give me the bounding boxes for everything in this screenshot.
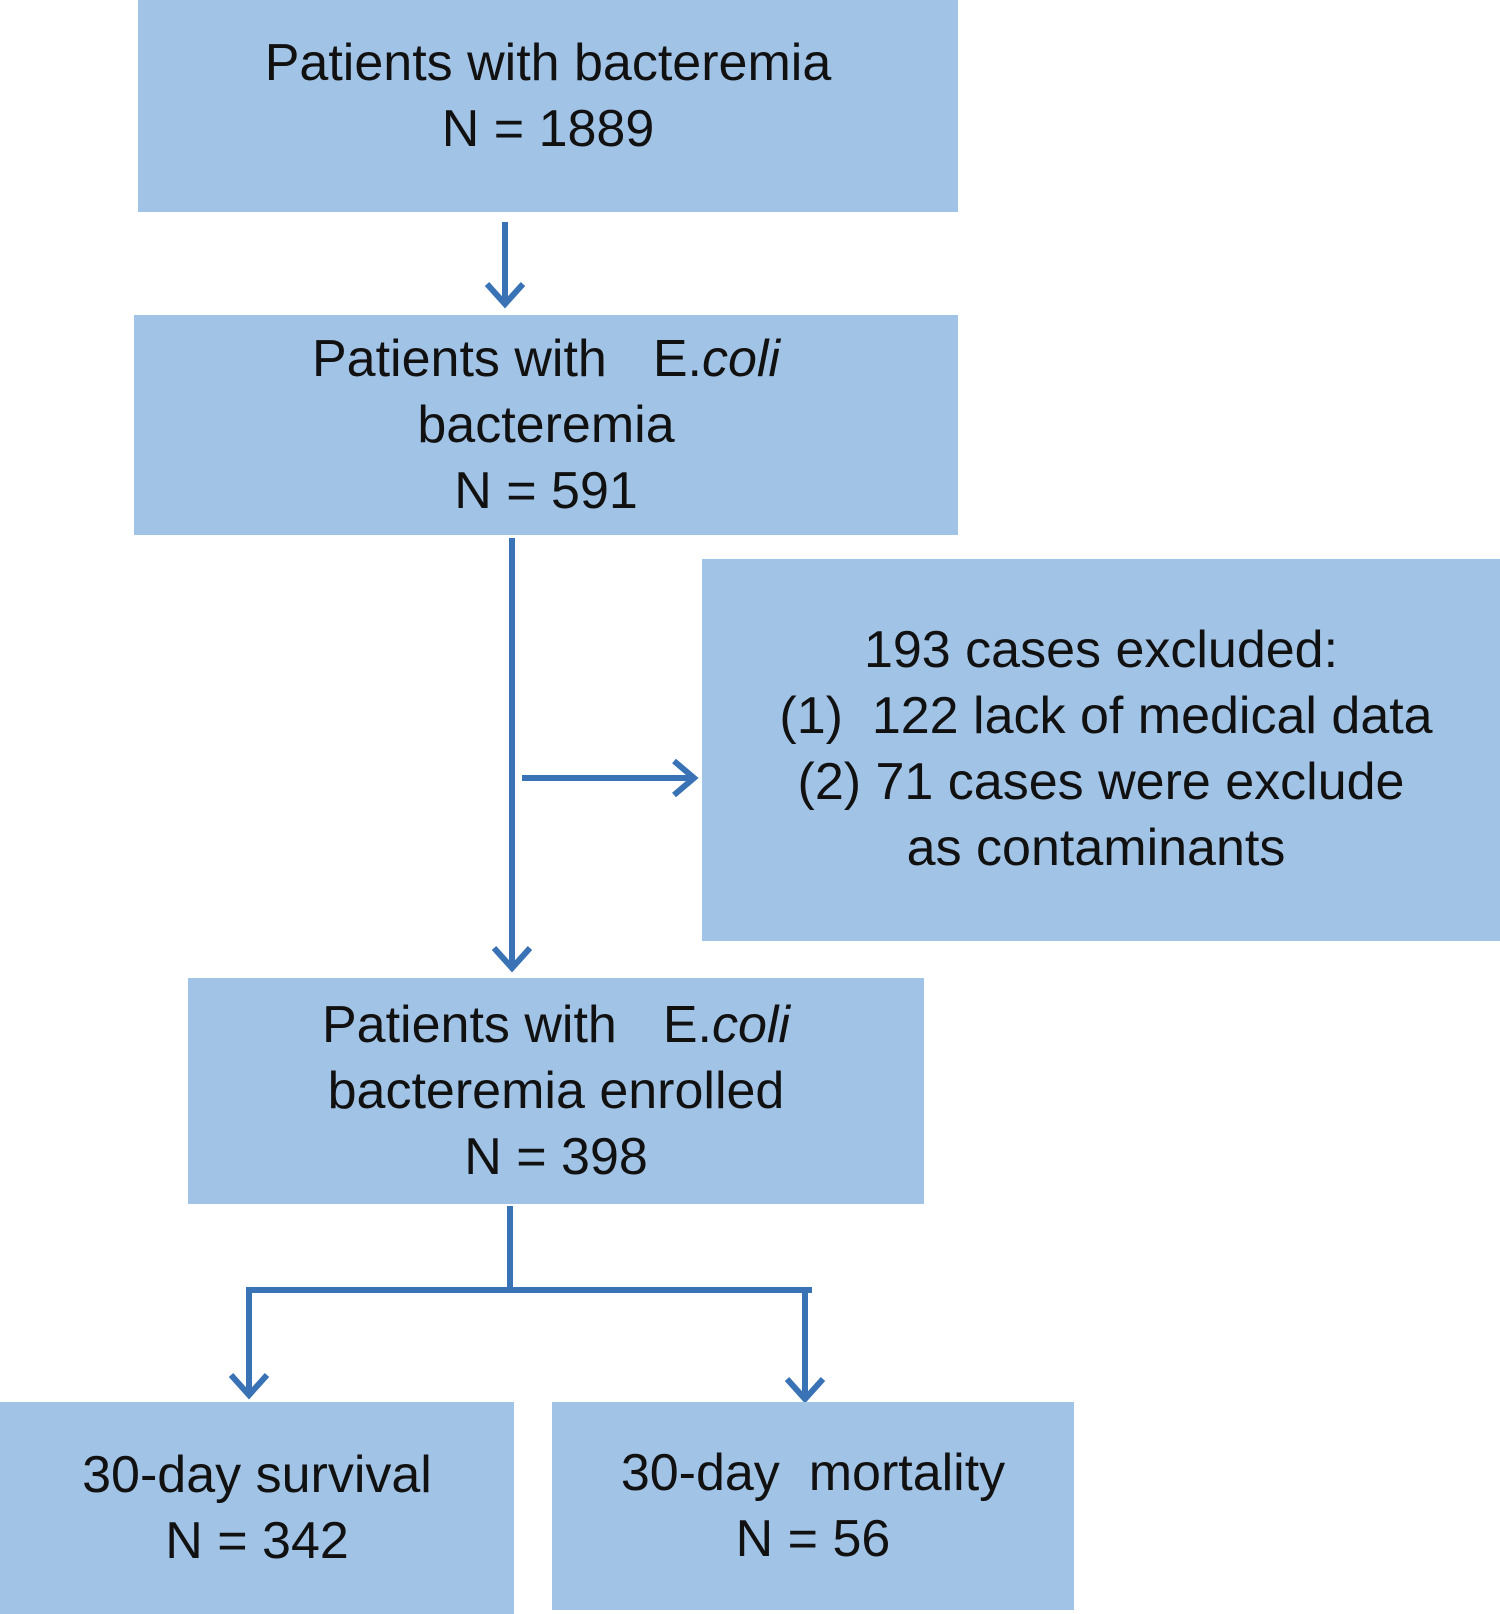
- box-bacteremia-title: Patients with bacteremia: [264, 34, 832, 92]
- box-enrolled-species: coli: [711, 996, 790, 1054]
- box-patients-bacteremia: Patients with bacteremia N = 1889: [138, 0, 958, 212]
- arrow-to-excluded-head: [672, 758, 699, 798]
- box-survival-count: N = 342: [165, 1512, 349, 1570]
- arrow-to-survival-head: [228, 1372, 270, 1400]
- box-survival-title: 30-day survival: [82, 1446, 432, 1504]
- box-ecoli-subtitle: bacteremia: [417, 396, 675, 454]
- box-bacteremia-count: N = 1889: [441, 100, 655, 158]
- arrow-ecoli-to-enrolled-head: [491, 945, 533, 973]
- box-ecoli-species: coli: [701, 330, 780, 388]
- box-enrolled-count: N = 398: [464, 1128, 648, 1186]
- box-enrolled-prefix: Patients with: [322, 996, 617, 1054]
- box-patients-ecoli: Patients with E.coli bacteremia N = 591: [134, 315, 958, 535]
- box-survival: 30-day survival N = 342: [0, 1402, 514, 1614]
- box-mortality-count: N = 56: [735, 1510, 891, 1568]
- box-excluded-title: 193 cases excluded:: [863, 621, 1339, 679]
- box-enrolled-title: Patients with E.coli: [322, 992, 790, 1058]
- box-ecoli-genus: E.: [652, 330, 702, 388]
- box-ecoli-prefix: Patients with: [312, 330, 607, 388]
- box-mortality: 30-day mortality N = 56: [552, 1402, 1074, 1610]
- box-enrolled-genus: E.: [662, 996, 712, 1054]
- box-enrolled-subtitle: bacteremia enrolled: [327, 1062, 785, 1120]
- box-excluded-reason-2-cont: as contaminants: [906, 819, 1286, 877]
- arrow-bacteremia-to-ecoli-head: [484, 281, 526, 309]
- box-excluded-reason-1: (1) 122 lack of medical data: [779, 687, 1433, 745]
- box-ecoli-count: N = 591: [454, 462, 638, 520]
- arrow-to-mortality-head: [784, 1376, 826, 1404]
- box-excluded: 193 cases excluded: (1) 122 lack of medi…: [702, 559, 1500, 941]
- box-excluded-reason-2: (2) 71 cases were exclude: [797, 753, 1405, 811]
- box-ecoli-title: Patients with E.coli: [312, 326, 780, 392]
- box-mortality-title: 30-day mortality: [620, 1444, 1006, 1502]
